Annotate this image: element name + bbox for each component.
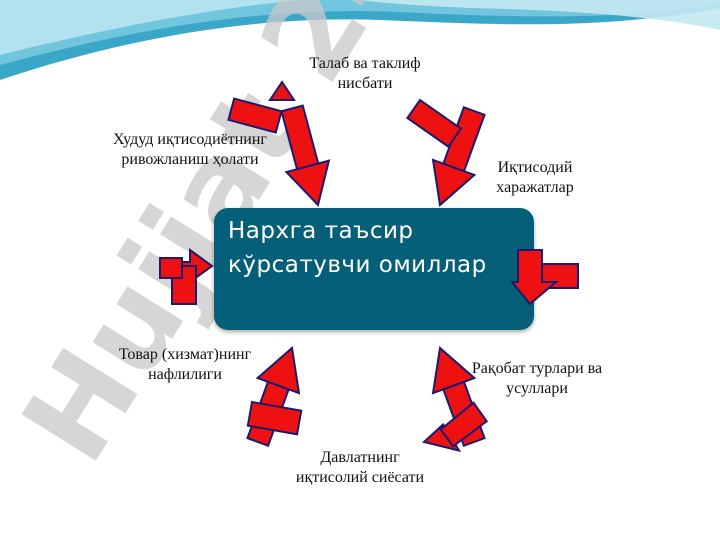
arrow-utility-to-center <box>246 346 301 448</box>
factor-competition: Рақобат турлари ва усуллари <box>471 360 603 397</box>
factor-state-policy: Давлатнинг иқтисолий сиёсати <box>295 449 425 486</box>
arrow-bottom-right-head <box>421 401 489 453</box>
arrow-right-to-center <box>509 249 579 306</box>
arrow-bottom-left-tail <box>246 400 303 436</box>
arrow-expenses-to-center <box>431 105 486 207</box>
arrow-top-right-tail <box>405 98 463 149</box>
arrow-left-to-center <box>159 248 214 305</box>
header-wave-decoration <box>0 0 720 80</box>
arrow-regional-to-center <box>227 97 331 208</box>
central-concept-box: Нархга таъсир кўрсатувчи омиллар <box>214 208 534 330</box>
arrow-top-left-head <box>268 80 296 101</box>
factor-product-utility: Товар (хизмат)нинг нафлилиги <box>118 346 252 383</box>
factor-economic-expenses: Иқтисодий харажатлар <box>496 159 574 196</box>
central-concept-title: Нархга таъсир кўрсатувчи омиллар <box>228 218 487 278</box>
factor-regional-development: Худуд иқтисодиётнинг ривожланиш ҳолати <box>113 131 267 168</box>
factor-demand-supply: Талаб ва таклиф нисбати <box>309 55 421 92</box>
